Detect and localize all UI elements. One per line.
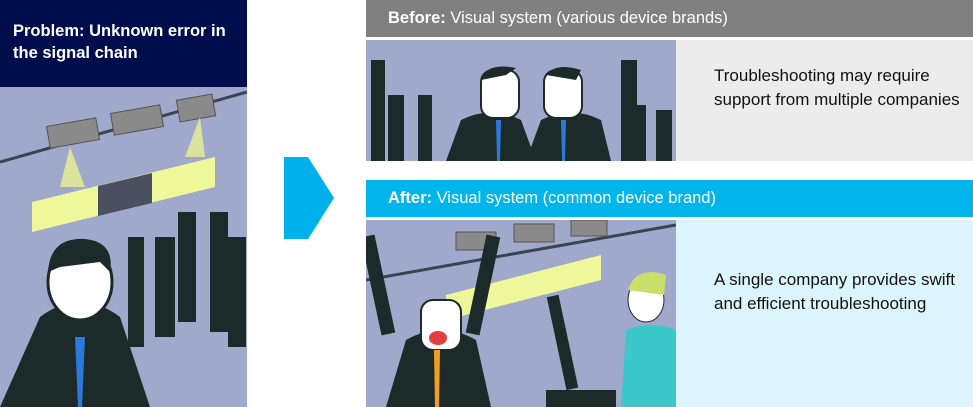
before-title: Visual system (various device brands) [450,9,728,27]
before-illustration [366,40,676,161]
before-label: Before: [388,9,446,27]
before-description: Troubleshooting may require support from… [676,40,973,161]
problem-illustration [0,87,247,407]
after-header: After: Visual system (common device bran… [366,180,973,217]
after-illustration [366,220,676,407]
after-label: After: [388,189,432,207]
after-description: A single company provides swift and effi… [676,220,973,407]
before-header: Before: Visual system (various device br… [366,0,973,37]
after-title: Visual system (common device brand) [436,189,716,207]
problem-title: Problem: Unknown error in the signal cha… [0,0,247,87]
arrow-right-icon [284,157,334,239]
